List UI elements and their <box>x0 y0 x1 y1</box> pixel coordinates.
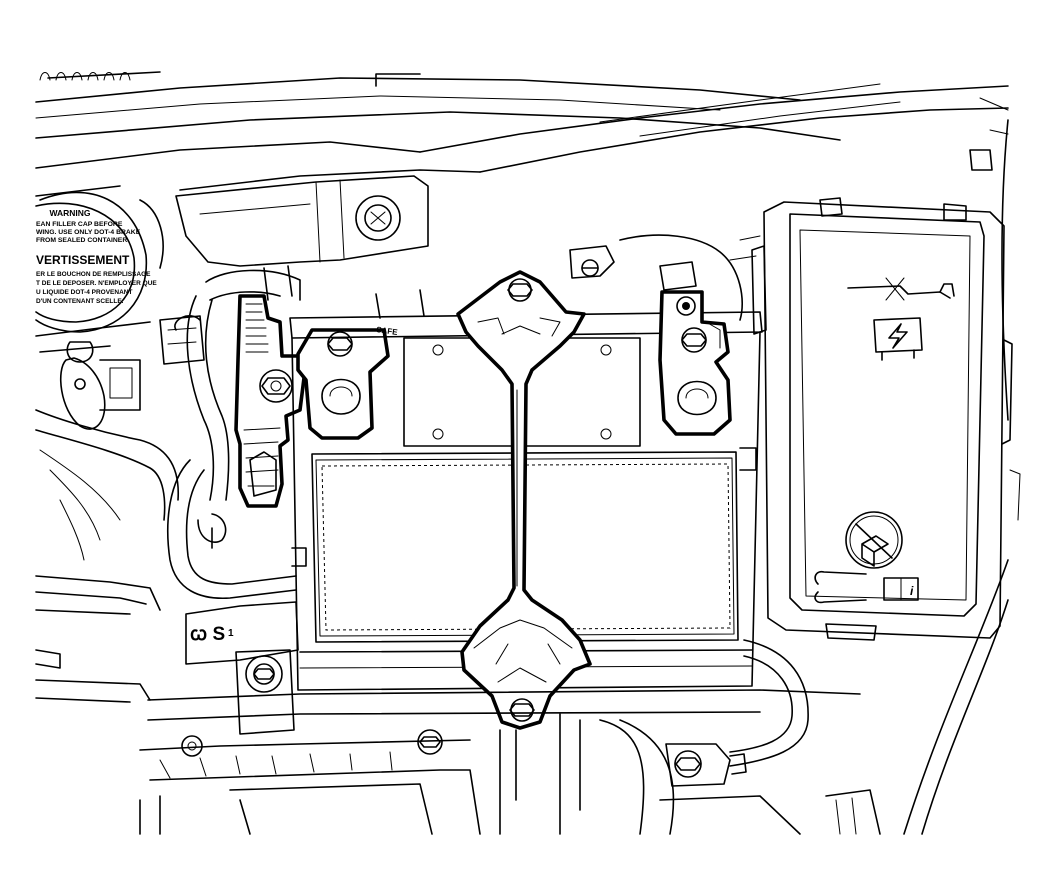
cap-warning-fr-line-3: U LIQUIDE DOT-4 PROVENANT <box>36 289 132 296</box>
cap-warning-fr-line-2: T DE LE DEPOSER. N'EMPLOYER QUE <box>36 280 157 287</box>
battery-tray: ꞷ S 1 <box>139 601 881 835</box>
cap-warning-title: WARNING <box>49 208 90 218</box>
tray-mark: ꞷ S <box>190 624 225 645</box>
tray-mark-small: 1 <box>228 628 234 639</box>
positive-terminal <box>658 290 732 436</box>
cowl-bracket <box>175 175 429 267</box>
cap-warning-line-3: FROM SEALED CONTAINER. <box>36 237 129 244</box>
fuse-box: i <box>751 197 1021 641</box>
battery-small-label: SAFE <box>376 325 399 337</box>
negative-terminal: SAFE <box>296 325 399 440</box>
battery-hold-down <box>456 270 592 730</box>
cap-warning-line-2: WING. USE ONLY DOT-4 BRAKE <box>36 229 141 236</box>
cap-warning-fr-line-4: D'UN CONTENANT SCELLE. <box>36 298 124 305</box>
upper-studs <box>263 234 761 321</box>
hoses <box>167 269 809 767</box>
cap-warning-title-fr: VERTISSEMENT <box>36 253 130 267</box>
brake-fluid-cap: WARNING EAN FILLER CAP BEFORE WING. USE … <box>35 191 164 333</box>
right-fender <box>903 97 1009 835</box>
cowl-panel <box>35 71 1009 197</box>
negative-cable-harness <box>234 294 306 508</box>
left-engine-components <box>35 315 205 703</box>
cap-warning-line-1: EAN FILLER CAP BEFORE <box>36 221 123 228</box>
cap-warning-fr-line-1: ER LE BOUCHON DE REMPLISSAGE <box>36 271 151 278</box>
svg-text:i: i <box>910 584 914 598</box>
